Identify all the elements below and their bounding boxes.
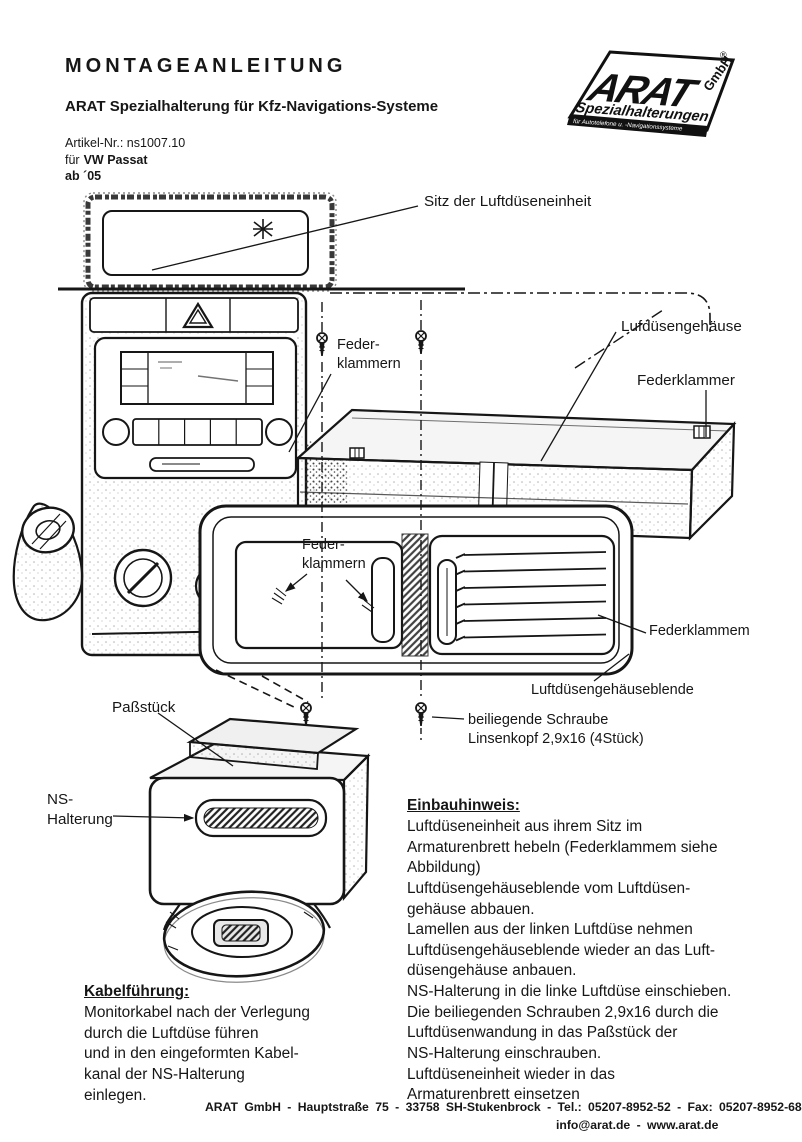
leader-lines	[112, 205, 707, 822]
vent-seat-drawing	[58, 192, 711, 369]
article-number: Artikel-Nr.: ns1007.10	[65, 136, 186, 150]
spring-clip-icon	[349, 447, 365, 459]
cable-guide-text: Monitorkabel nach der Verlegung durch di…	[84, 1004, 310, 1104]
position-mark-icon	[253, 219, 273, 239]
gear-shifter-drawing	[12, 502, 84, 622]
label-fitting: Paßstück	[112, 699, 176, 716]
arat-logo: ARAT ® GmbH Spezialhalterungen für Autot…	[567, 50, 736, 137]
louvre-lines-icon	[455, 551, 607, 642]
footer-contact: info@arat.de - www.arat.de	[556, 1118, 719, 1132]
label-spring-clip-right: Federklammer	[637, 372, 735, 389]
label-screw-note: beiliegende Schraube Linsenkopf 2,9x16 (…	[468, 712, 644, 748]
installation-notes: Einbauhinweis: Luftdüseneinheit aus ihre…	[407, 797, 797, 1106]
installation-notes-heading: Einbauhinweis:	[407, 797, 520, 814]
label-spring-clips-inner: Feder- klammern	[302, 537, 366, 573]
installation-notes-text: Luftdüseneinheit aus ihrem Sitz im Armat…	[407, 818, 732, 1104]
vehicle-prefix: für	[65, 152, 80, 167]
page-subtitle: ARAT Spezialhalterung für Kfz-Navigation…	[65, 98, 439, 115]
page-title: MONTAGEANLEITUNG	[65, 55, 347, 77]
label-housing: Lufdüsengehäuse	[621, 318, 742, 335]
model-year: ab ´05	[65, 169, 102, 183]
logo-brand: ARAT	[582, 65, 705, 116]
vehicle-name: VW Passat	[83, 152, 148, 167]
hazard-button-icon	[182, 301, 214, 329]
label-spring-clips-right2: Federklammem	[649, 623, 750, 639]
label-bezel: Luftdüsengehäuseblende	[531, 682, 694, 698]
bezel-drawing	[198, 504, 634, 709]
spring-clip-icon	[693, 425, 711, 439]
label-spring-clips-top: Feder- klammern	[337, 337, 401, 373]
footer-address: ARAT GmbH - Hauptstraße 75 - 33758 SH-St…	[205, 1100, 802, 1114]
label-vent-seat: Sitz der Luftdüseneinheit	[424, 193, 592, 210]
label-ns-mount: NS- Halterung	[47, 791, 113, 829]
cable-guide: Kabelführung: Monitorkabel nach der Verl…	[84, 983, 384, 1106]
logo-registered-mark: ®	[720, 50, 727, 60]
cable-guide-heading: Kabelführung:	[84, 983, 190, 1000]
ns-mount-drawing	[148, 717, 371, 983]
